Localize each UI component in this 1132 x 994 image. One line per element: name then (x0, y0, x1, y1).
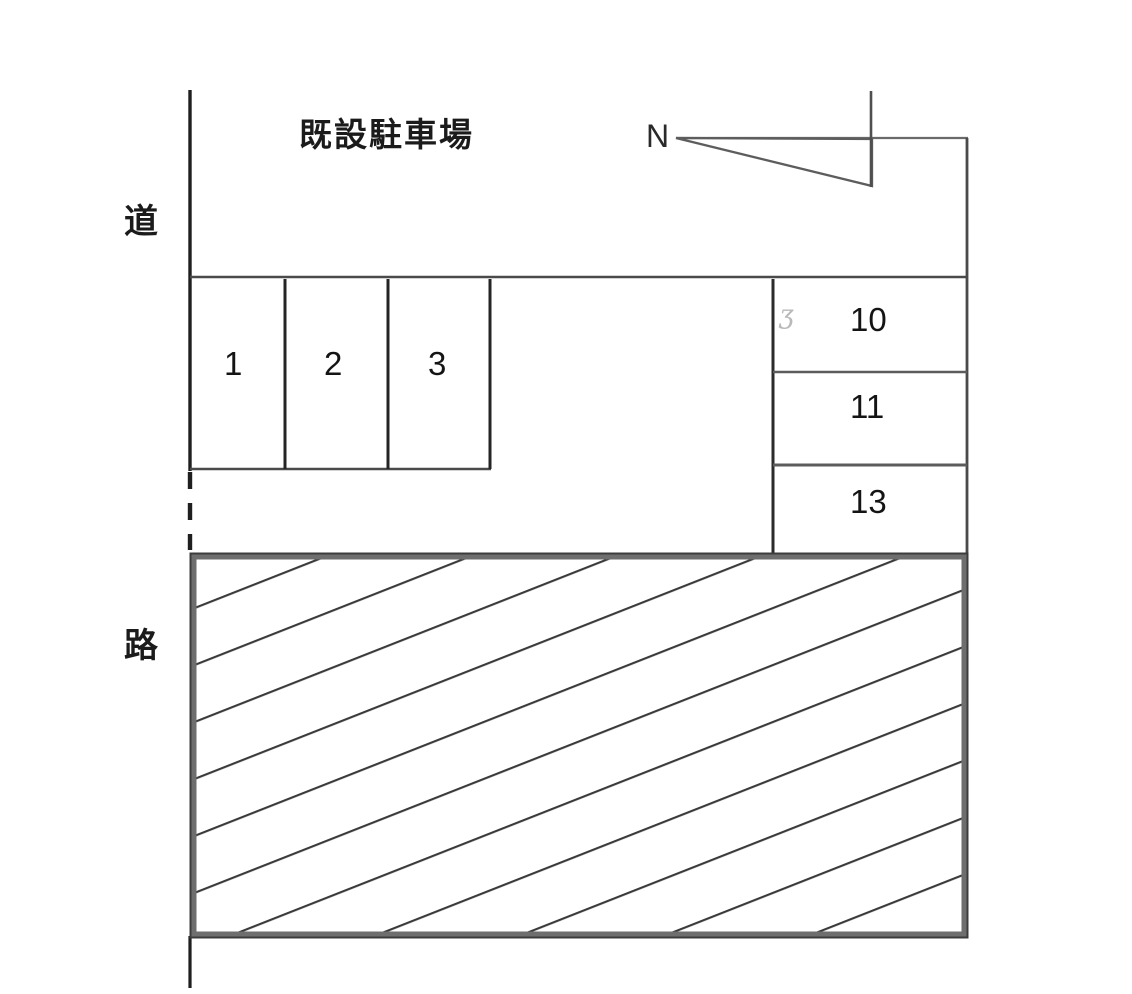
north-arrow-label: N (646, 118, 670, 154)
road-label-lower: 路 (124, 626, 158, 666)
stall-block-right-column (771, 279, 967, 553)
stall-label-11: 11 (850, 388, 885, 425)
stall-label-1: 1 (224, 345, 243, 382)
stall-label-3: 3 (428, 345, 447, 382)
stall-block-top-row (190, 279, 492, 471)
handwritten-mark: ʒ (779, 300, 794, 330)
north-arrow-icon (675, 91, 874, 188)
stall-label-13: 13 (850, 483, 887, 520)
hatched-parcel-area (189, 552, 969, 939)
stall-label-2: 2 (324, 345, 343, 382)
road-label-upper: 道 (124, 202, 158, 242)
page-title-existing-parking: 既設駐車場 (299, 115, 474, 154)
stall-label-10: 10 (850, 301, 887, 338)
